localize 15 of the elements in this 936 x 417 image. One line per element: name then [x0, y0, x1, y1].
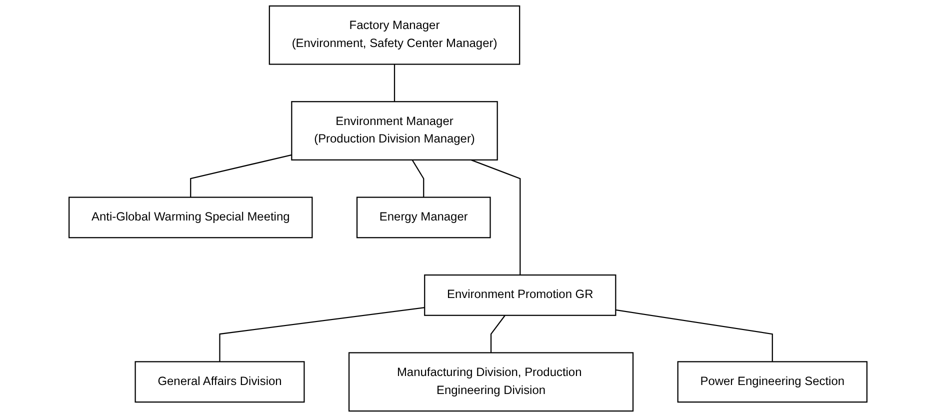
connector [412, 160, 424, 198]
node-box: Energy Manager [356, 196, 491, 238]
node-box: Manufacturing Division, Production Engineering Division [348, 352, 634, 412]
node-box: Power Engineering Section [677, 361, 868, 403]
node-box: General Affairs Division [134, 361, 305, 403]
connector [394, 64, 396, 102]
connector [616, 309, 773, 362]
node-box: Factory Manager (Environment, Safety Center Manager) [268, 5, 520, 65]
node-box: Environment Promotion GR [424, 274, 616, 316]
connector [470, 159, 521, 275]
connector [190, 154, 292, 198]
connector [219, 306, 425, 362]
node-box: Anti-Global Warming Special Meeting [68, 196, 313, 238]
node-box: Environment Manager (Production Division Manager) [291, 101, 498, 160]
connector [490, 315, 506, 353]
